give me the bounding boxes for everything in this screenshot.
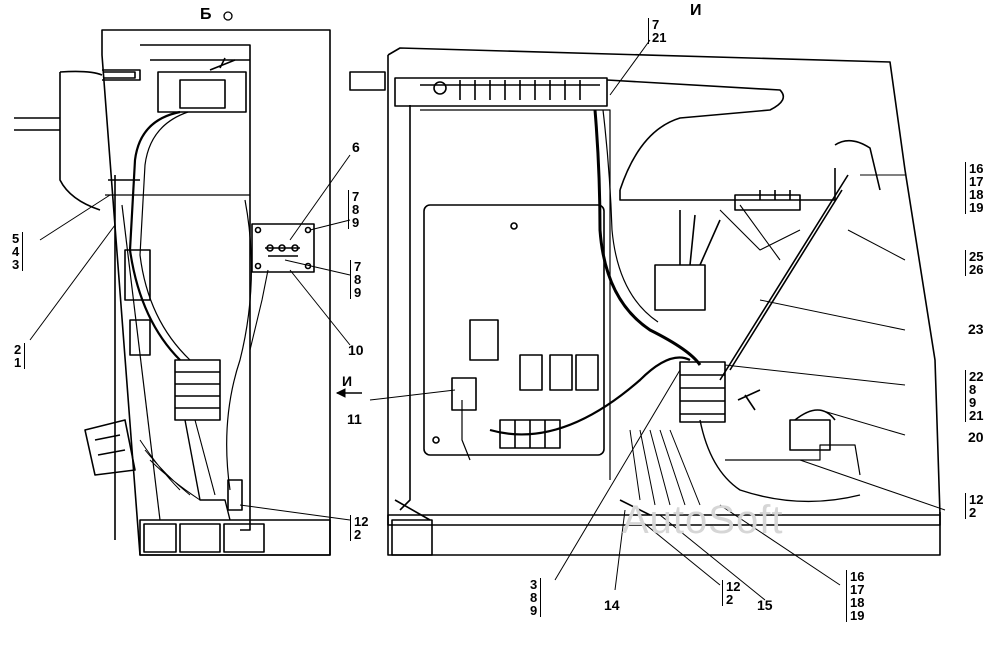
- view-i-arrow-label: И: [342, 373, 353, 389]
- view-i-label: И: [690, 2, 702, 19]
- right-cabin-view: [349, 47, 941, 556]
- view-marker-circle: [223, 11, 233, 21]
- callout-23: 23: [968, 321, 984, 337]
- view-arrow: [335, 388, 362, 398]
- callout-15: 15: [757, 597, 773, 613]
- callout-20: 20: [968, 429, 984, 445]
- view-b-label: Б: [200, 6, 212, 23]
- watermark: AutoSoft: [622, 498, 784, 542]
- left-cabin-view: [14, 29, 331, 556]
- leader-lines: [29, 39, 946, 601]
- callout-6: 6: [352, 139, 360, 155]
- callout-11: 11: [347, 411, 362, 427]
- callout-14: 14: [604, 597, 620, 613]
- callout-10: 10: [348, 342, 364, 358]
